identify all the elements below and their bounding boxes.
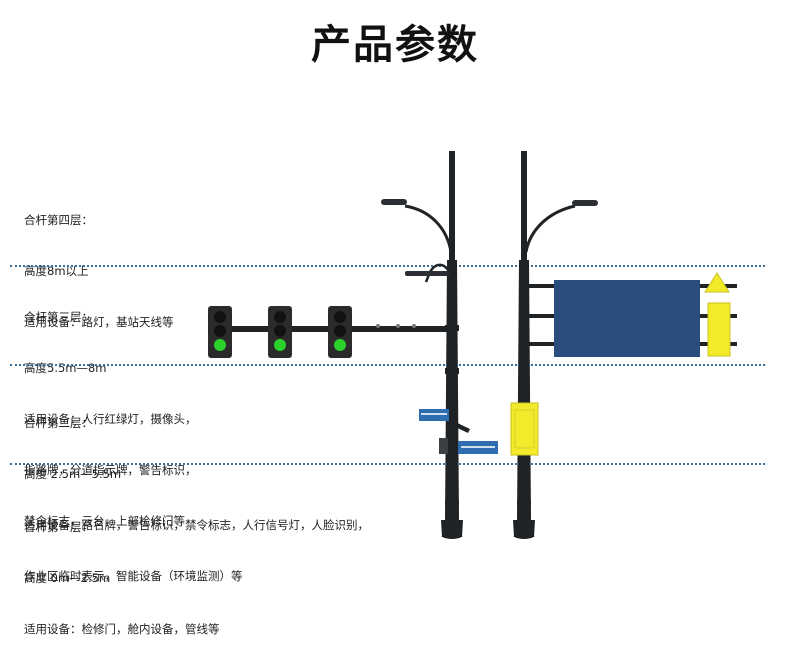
small-device-box (439, 438, 448, 454)
yellow-sign-pole-inner (514, 409, 535, 449)
warning-triangle-icon (704, 272, 730, 293)
divider-3-2 (10, 364, 765, 366)
layer-1-devices: 适用设备：检修门，舱内设备，管线等 (24, 622, 220, 636)
layer-4-text: 合杆第四层： 高度8m以上 适用设备：路灯，基站天线等 (24, 178, 174, 348)
layer-2-devices-2: 作业区临时表示，智能设备（环境监测）等 (24, 569, 243, 583)
sign-bracket (449, 419, 470, 433)
layer-3-devices-2: 指路牌，分道指示牌，警告标识， (24, 463, 197, 477)
street-sign-lower-strip (461, 446, 495, 448)
layer-2-name: 合杆第二层： (24, 416, 93, 430)
traffic-light-2 (268, 306, 292, 358)
street-sign-upper-strip (421, 413, 447, 415)
layer-2-devices-1: 适用设备：路名牌，警告标识，禁令标志，人行信号灯，人脸识别， (24, 518, 369, 532)
layer-2-height: 高度 2.5m—5.5m (24, 467, 122, 481)
traffic-light-3 (328, 306, 352, 358)
traffic-light-1 (208, 306, 232, 358)
left-lamp-head (381, 199, 407, 205)
left-lamp-arm-upper (404, 204, 453, 253)
layer-3-text: 合杆第三层： 高度5.5m—8m 适用设备：人行红绿灯，摄像头， 指路牌，分道指… (24, 275, 197, 547)
arm-clamp-2 (396, 324, 400, 328)
left-small-lamp-head (405, 271, 449, 276)
arm-clamp-3 (412, 324, 416, 328)
layer-2-text: 合杆第二层： 高度 2.5m—5.5m 适用设备：路名牌，警告标识，禁令标志，人… (24, 381, 369, 602)
layer-3-devices-3: 禁令标志，云台，上部检修门等 (24, 514, 185, 528)
page-title: 产品参数 (311, 22, 479, 68)
arm-clamp-1 (376, 324, 380, 328)
pole-diagram (208, 151, 737, 539)
divider-4-3 (10, 265, 765, 267)
layer-3-devices-1: 适用设备：人行红绿灯，摄像头， (24, 412, 197, 426)
layer-4-height: 高度8m以上 (24, 264, 89, 278)
divider-2-1 (10, 463, 765, 465)
guide-sign (554, 280, 700, 357)
layer-3-name: 合杆第三层： (24, 310, 93, 324)
layer-1-name: 合杆第一层： (24, 520, 93, 534)
right-lamp-arm (524, 204, 576, 253)
layer-4-name: 合杆第四层： (24, 213, 93, 227)
right-lamp-head (572, 200, 598, 206)
yellow-sign-right (707, 302, 731, 357)
left-pole (441, 151, 463, 539)
layer-4-devices: 适用设备：路灯，基站天线等 (24, 315, 174, 329)
layer-1-height: 高度 0m—2.5m (24, 571, 111, 585)
